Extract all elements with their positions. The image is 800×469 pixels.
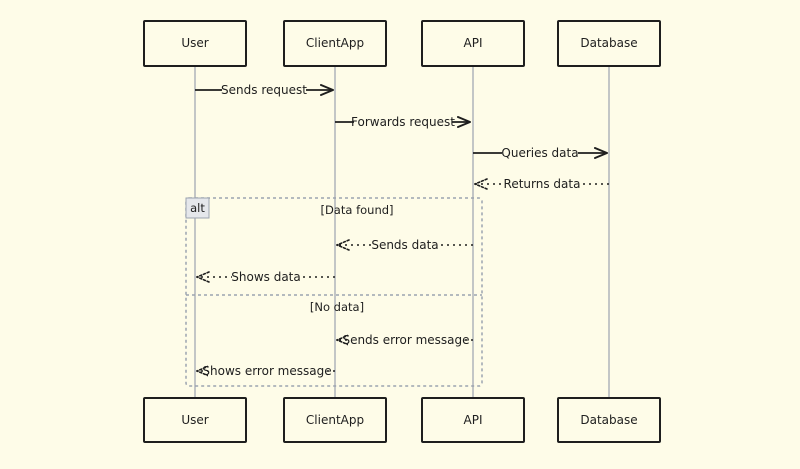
message-label-queries-data: Queries data bbox=[501, 146, 578, 160]
participant-label: API bbox=[464, 36, 483, 50]
participant-user-top: User bbox=[143, 20, 247, 67]
message-label-shows-error-message: Shows error message bbox=[202, 364, 331, 378]
message-label-shows-data: Shows data bbox=[231, 270, 300, 284]
alt-tag-box bbox=[185, 197, 210, 219]
participant-user-bottom: User bbox=[143, 397, 247, 443]
participant-label: Database bbox=[580, 413, 637, 427]
messages: Sends request Forwards request Queries d… bbox=[195, 80, 609, 381]
message-label-sends-data: Sends data bbox=[371, 238, 438, 252]
participant-label: API bbox=[464, 413, 483, 427]
participant-api-bottom: API bbox=[421, 397, 525, 443]
participant-database-bottom: Database bbox=[557, 397, 661, 443]
participant-api-top: API bbox=[421, 20, 525, 67]
alt-fragment: alt [Data found] [No data] bbox=[185, 197, 483, 387]
message-label-returns-data: Returns data bbox=[504, 177, 581, 191]
condition-data-found: [Data found] bbox=[320, 203, 393, 217]
participant-client-bottom: ClientApp bbox=[283, 397, 387, 443]
participants-top: User ClientApp API Database bbox=[143, 20, 661, 67]
message-label-sends-error-message: Sends error message bbox=[342, 333, 469, 347]
participant-label: ClientApp bbox=[306, 36, 364, 50]
participant-label: Database bbox=[580, 36, 637, 50]
alt-tag-label: alt bbox=[190, 201, 205, 215]
participants-bottom: User ClientApp API Database bbox=[143, 397, 661, 443]
participant-label: User bbox=[181, 413, 208, 427]
participant-client-top: ClientApp bbox=[283, 20, 387, 67]
participant-label: User bbox=[181, 36, 208, 50]
alt-fragment-frame bbox=[185, 197, 483, 387]
participant-database-top: Database bbox=[557, 20, 661, 67]
condition-no-data: [No data] bbox=[310, 300, 364, 314]
message-label-forwards-request: Forwards request bbox=[351, 115, 455, 129]
participant-label: ClientApp bbox=[306, 413, 364, 427]
message-label-sends-request: Sends request bbox=[221, 83, 307, 97]
